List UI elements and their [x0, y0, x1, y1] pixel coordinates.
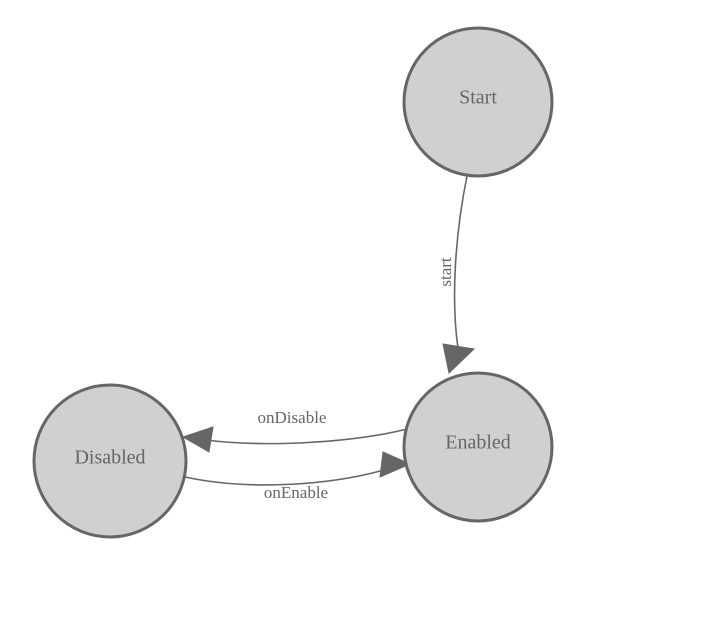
edge-disabled-to-enabled[interactable]: onEnable: [184, 451, 412, 502]
node-start-label: Start: [459, 87, 497, 109]
arrowhead-into-enabled-side: [379, 451, 412, 478]
node-disabled-circle: [32, 383, 188, 539]
edge-disabled-to-enabled-path: [184, 469, 385, 486]
node-enabled-label: Enabled: [445, 432, 511, 454]
node-start-circle: [402, 26, 554, 178]
edge-start-to-enabled[interactable]: start: [436, 175, 476, 374]
edge-label-onenable: onEnable: [264, 483, 328, 502]
node-disabled-label: Disabled: [74, 447, 145, 469]
edge-label-ondisable: onDisable: [258, 408, 327, 427]
node-enabled-circle: [402, 371, 554, 523]
edge-start-to-enabled-path: [453, 175, 468, 349]
arrowhead-into-disabled: [181, 426, 214, 453]
node-disabled[interactable]: Disabled: [32, 383, 188, 539]
arrowhead-into-enabled-top: [442, 343, 476, 374]
node-enabled[interactable]: Enabled: [402, 371, 554, 523]
edge-enabled-to-disabled[interactable]: onDisable: [181, 408, 412, 453]
node-start[interactable]: Start: [402, 26, 554, 178]
edge-enabled-to-disabled-path: [205, 427, 412, 445]
edge-label-start: start: [436, 257, 455, 287]
